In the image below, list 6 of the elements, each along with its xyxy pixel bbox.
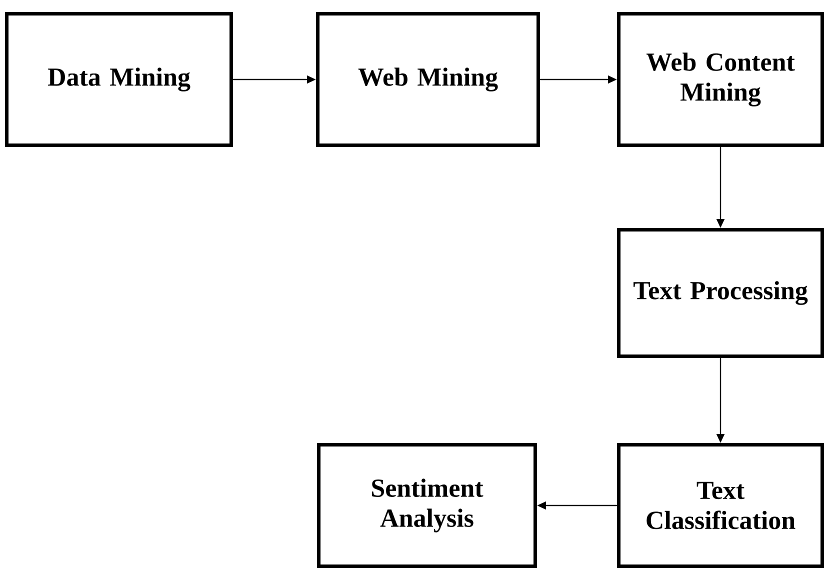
process-box: Sentiment Analysis — [317, 443, 537, 568]
process-box: Data Mining — [5, 12, 233, 147]
process-box: Text Processing — [617, 228, 824, 358]
process-box: Web Content Mining — [617, 12, 824, 147]
process-box: Text Classification — [617, 443, 824, 568]
process-box: Web Mining — [316, 12, 540, 147]
